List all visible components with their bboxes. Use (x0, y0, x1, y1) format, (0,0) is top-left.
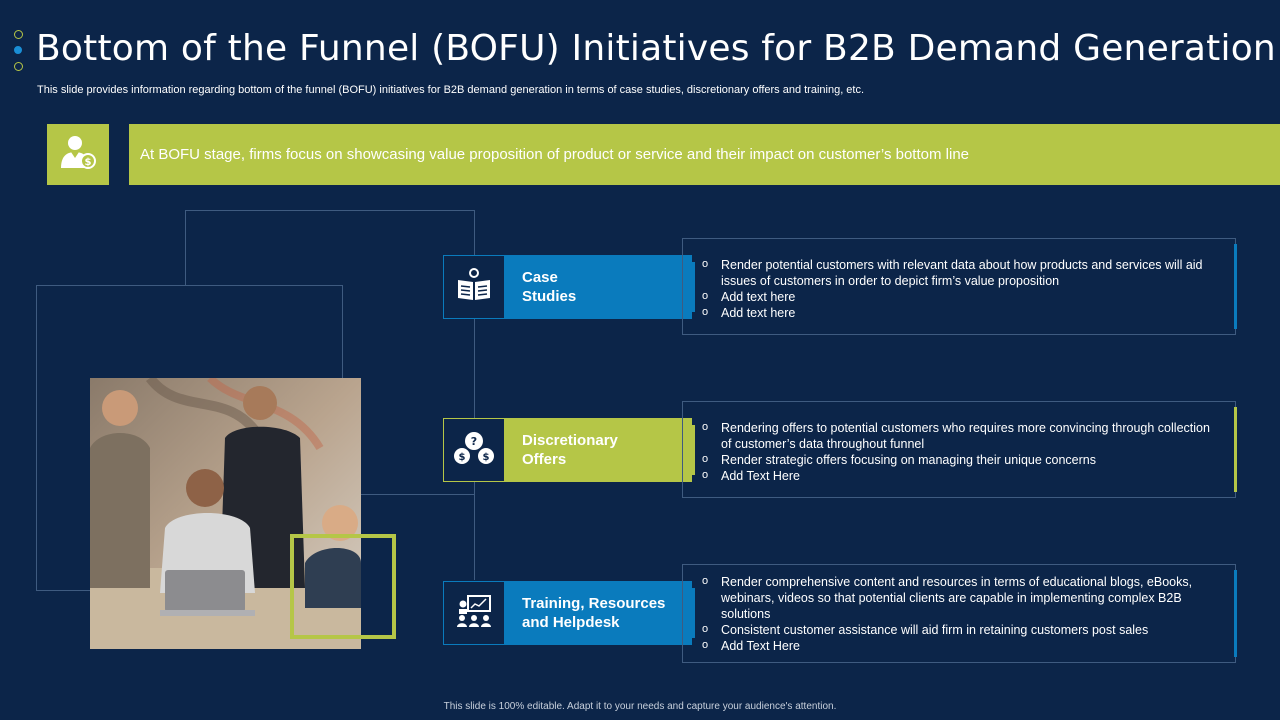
training-label-line2: and Helpdesk (522, 614, 620, 631)
training-label: Training, Resources and Helpdesk (505, 581, 692, 645)
training-presentation-icon (456, 594, 492, 633)
list-item: Add Text Here (702, 637, 1215, 654)
list-item: Render comprehensive content and resourc… (702, 573, 1215, 622)
discretionary-offers-label: Discretionary Offers (505, 418, 692, 482)
case-studies-icon-box (443, 255, 505, 319)
list-item: Add text here (702, 304, 1215, 321)
decor-dot-2 (14, 46, 22, 54)
training-label-accent (692, 588, 695, 638)
book-icon (456, 267, 492, 307)
discretionary-offers-label-line2: Offers (522, 451, 567, 468)
case-studies-label-line1: Case (522, 269, 558, 286)
svg-text:?: ? (471, 435, 477, 448)
list-item: Rendering offers to potential customers … (702, 419, 1215, 452)
discretionary-offers-icon-box: ? $ $ (443, 418, 505, 482)
list-item: Consistent customer assistance will aid … (702, 621, 1215, 638)
discretionary-offers-label-line1: Discretionary (522, 432, 618, 449)
banner-text: At BOFU stage, firms focus on showcasing… (140, 146, 969, 163)
bofu-banner: At BOFU stage, firms focus on showcasing… (129, 124, 1280, 185)
user-dollar-icon: $ (59, 134, 97, 175)
list-item: Render potential customers with relevant… (702, 256, 1215, 289)
svg-text:$: $ (459, 452, 466, 463)
decor-dot-3 (14, 62, 23, 71)
discretionary-offers-label-accent (692, 425, 695, 475)
training-icon-box (443, 581, 505, 645)
training-label-line1: Training, Resources (522, 595, 666, 612)
training-description: Render comprehensive content and resourc… (682, 564, 1236, 663)
list-item: Render strategic offers focusing on mana… (702, 451, 1215, 468)
page-title: Bottom of the Funnel (BOFU) Initiatives … (36, 28, 1276, 69)
case-studies-label: Case Studies (505, 255, 692, 319)
svg-text:$: $ (483, 452, 490, 463)
decor-dot-1 (14, 30, 23, 39)
discretionary-offers-desc-accent (1234, 407, 1237, 492)
case-studies-label-line2: Studies (522, 288, 577, 305)
banner-icon-box: $ (47, 124, 109, 185)
footer-note: This slide is 100% editable. Adapt it to… (443, 701, 837, 712)
photo-accent-frame (290, 534, 396, 639)
page-subtitle: This slide provides information regardin… (37, 84, 865, 96)
training-desc-accent (1234, 570, 1237, 657)
list-item: Add Text Here (702, 467, 1215, 484)
discretionary-offers-description: Rendering offers to potential customers … (682, 401, 1236, 498)
svg-text:$: $ (85, 157, 92, 168)
list-item: Add text here (702, 288, 1215, 305)
money-bags-icon: ? $ $ (453, 430, 495, 471)
case-studies-label-accent (692, 262, 695, 312)
case-studies-desc-accent (1234, 244, 1237, 329)
case-studies-description: Render potential customers with relevant… (682, 238, 1236, 335)
